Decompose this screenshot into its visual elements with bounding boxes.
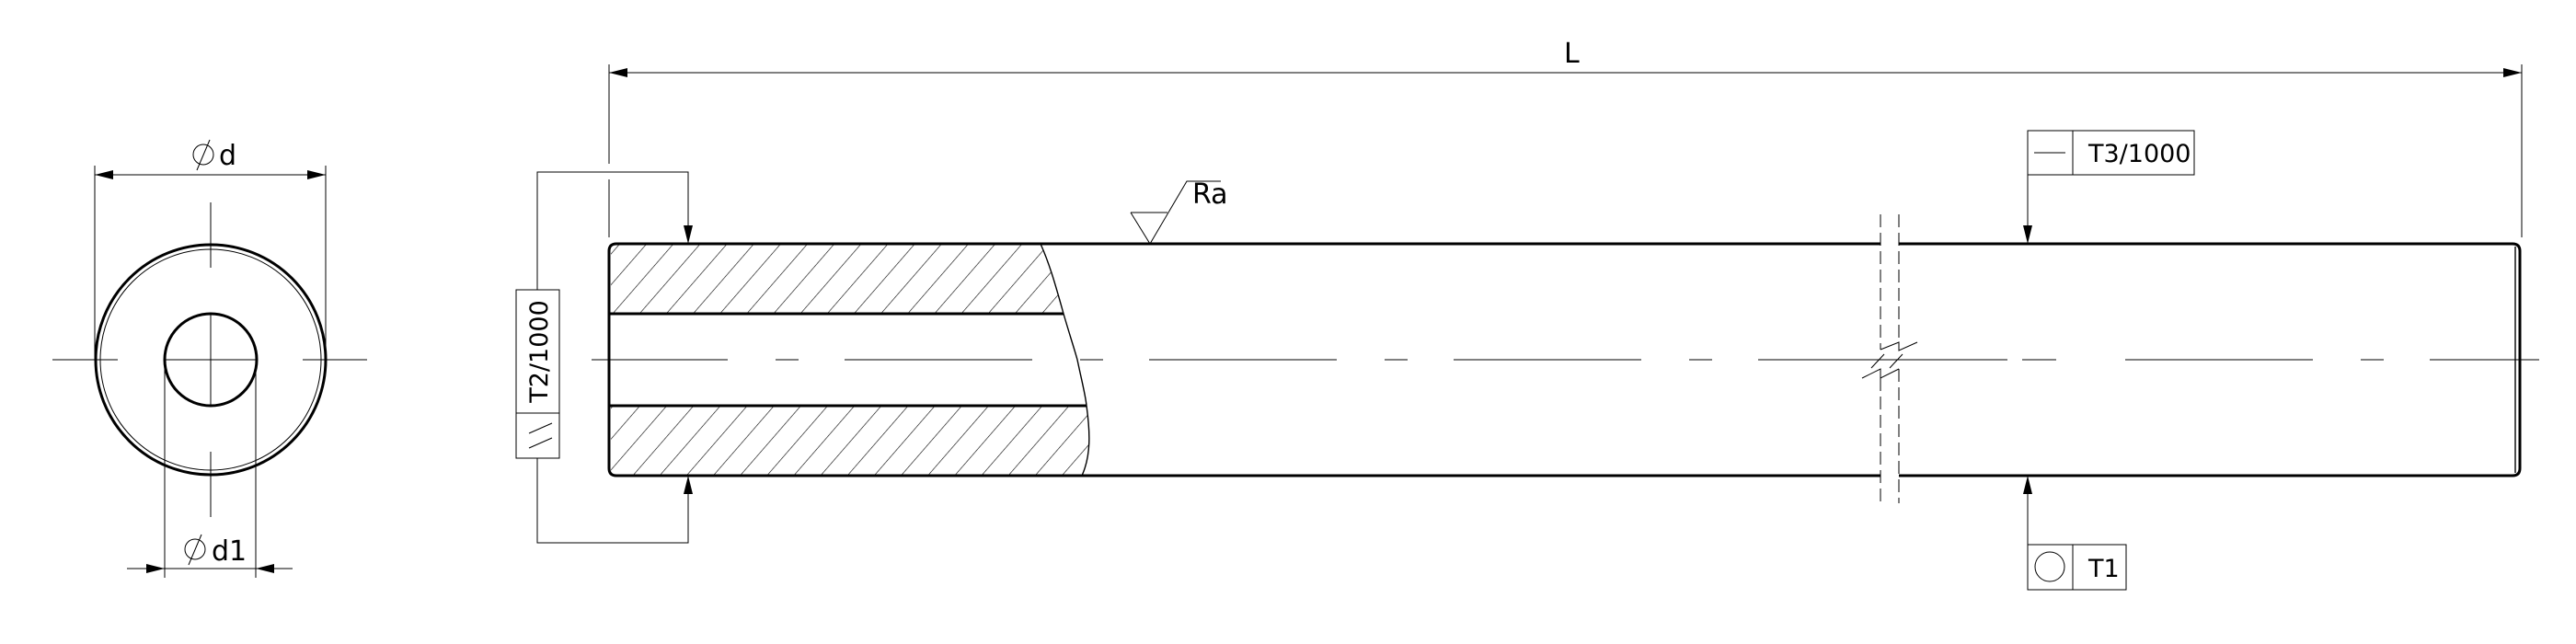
leader-line: [536, 171, 689, 290]
outer-diameter-label: d: [219, 140, 236, 172]
arrowhead-icon: [609, 68, 627, 77]
leader-line: [536, 458, 689, 544]
surface-finish-icon: [1130, 180, 1221, 245]
parallelism-value: T2/1000: [525, 300, 554, 403]
section-hatch-bottom: [611, 406, 1089, 475]
arrowhead-icon: [2023, 225, 2032, 244]
arrowhead-icon: [307, 170, 326, 179]
circularity-icon: [2034, 551, 2065, 582]
break-curve: [1040, 243, 1090, 477]
center-lines: [52, 202, 367, 517]
straightness-tolerance-frame: T3/1000: [2023, 130, 2195, 244]
inner-diameter-dimension: d1: [127, 360, 293, 578]
length-dimension: L: [608, 38, 2523, 237]
outer-diameter-dimension: d: [94, 139, 327, 360]
arrowhead-icon: [256, 564, 274, 573]
parallelism-icon: [528, 422, 553, 449]
straightness-value: T3/1000: [2087, 140, 2191, 168]
side-view: L Ra T2/1000: [515, 38, 2539, 591]
arrowhead-icon: [2023, 476, 2032, 494]
inner-diameter-label: d1: [212, 535, 247, 568]
circularity-value: T1: [2087, 555, 2120, 583]
end-view: d d1: [52, 139, 367, 578]
length-label: L: [1564, 38, 1580, 70]
circularity-tolerance-frame: T1: [2023, 476, 2127, 591]
roughness-label: Ra: [1192, 178, 1228, 211]
break-line-icon: [1861, 214, 1918, 503]
section-hatch-top: [611, 245, 1064, 314]
arrowhead-icon: [95, 170, 113, 179]
arrowhead-icon: [2503, 68, 2522, 77]
surface-roughness: Ra: [1130, 178, 1228, 245]
arrowhead-icon: [146, 564, 165, 573]
diameter-icon: [184, 534, 206, 566]
parallelism-tolerance-frame: T2/1000: [515, 171, 693, 544]
diameter-icon: [192, 139, 214, 171]
arrowhead-icon: [684, 225, 693, 244]
arrowhead-icon: [684, 476, 693, 494]
